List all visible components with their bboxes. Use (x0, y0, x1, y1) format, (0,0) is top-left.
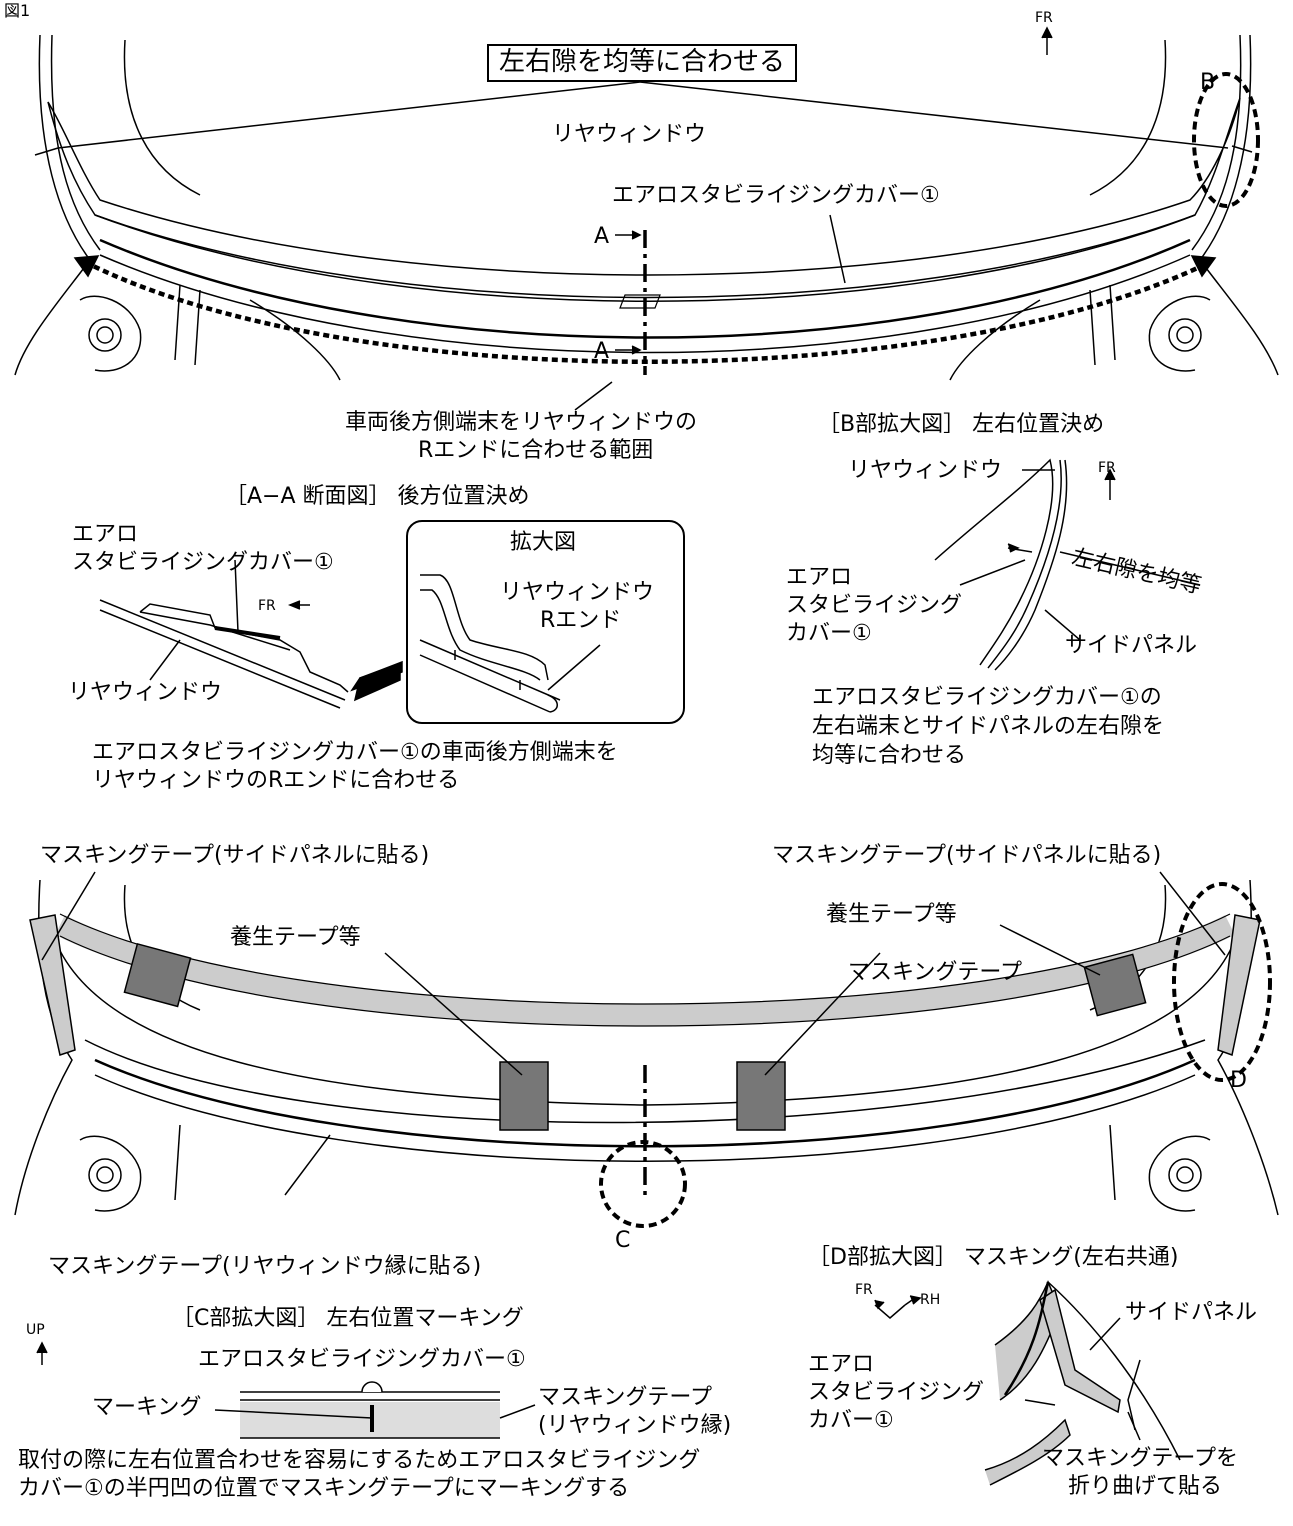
c-mask-1: マスキングテープ (538, 1385, 713, 1410)
mask-center: マスキングテープ (848, 960, 1023, 985)
curing-tape-1 (123, 942, 192, 1008)
aa-zoom-title: 拡大図 (510, 530, 577, 555)
aa-title: ［A−A 断面図］ 後方位置決め (225, 484, 530, 509)
side-tape-right (1217, 914, 1261, 1056)
top-car-body (14, 34, 1279, 381)
b-note-2: 左右端末とサイドパネルの左右隙を (812, 714, 1165, 739)
d-rh: RH (920, 1292, 941, 1308)
c-note-1: 取付の際に左右位置合わせを容易にするためエアロスタビライジング (18, 1448, 701, 1473)
d-note-2: 折り曲げて貼る (1068, 1474, 1223, 1499)
bottom-car-body (14, 879, 1279, 1216)
d-title: ［D部拡大図］ マスキング(左右共通) (808, 1245, 1179, 1270)
figure-label: 図1 (4, 1, 31, 20)
spoiler-shape (47, 97, 1241, 299)
point-d: D (1230, 1068, 1247, 1093)
range-arc (83, 259, 1211, 364)
range-note-1: 車両後方側端末をリヤウィンドウの (345, 410, 698, 435)
aa-cover-1: エアロ (72, 522, 139, 547)
b-fr: FR (1098, 460, 1116, 476)
cover-label: エアロスタビライジングカバー① (612, 183, 940, 208)
c-mask-2: (リヤウィンドウ縁) (538, 1413, 732, 1438)
aa-section-drawing (99, 559, 403, 709)
b-circle (1192, 72, 1260, 208)
b-rear-window: リヤウィンドウ (848, 458, 1003, 483)
point-c: C (615, 1228, 631, 1253)
curing-tape-3 (736, 1061, 786, 1131)
aa-zoom-rw: リヤウィンドウ (500, 580, 655, 605)
c-circle (599, 1140, 687, 1228)
aa-fr: FR (258, 598, 276, 614)
c-detail-drawing (36, 1341, 536, 1439)
gap-leader-left (57, 81, 641, 149)
aa-zoom-drawing (419, 574, 601, 713)
aa-zoom-rend: Rエンド (540, 608, 622, 633)
side-tape-left (29, 914, 76, 1056)
curing-tape-4 (1083, 953, 1147, 1017)
c-title: ［C部拡大図］ 左右位置マーキング (172, 1306, 524, 1331)
section-a-label-2: A (594, 339, 610, 364)
point-b-label: B (1200, 70, 1216, 95)
d-cover-2: スタビライジング (808, 1380, 985, 1405)
aa-note-1: エアロスタビライジングカバー①の車両後方側端末を (92, 740, 618, 765)
c-cover: エアロスタビライジングカバー① (198, 1347, 526, 1372)
c-marking: マーキング (92, 1395, 202, 1420)
b-cover-3: カバー① (786, 621, 872, 646)
mask-rw: マスキングテープ(リヤウィンドウ縁に貼る) (48, 1254, 482, 1279)
c-up: UP (26, 1322, 45, 1338)
mask-side-left: マスキングテープ(サイドパネルに貼る) (40, 843, 430, 868)
align-gap-label: 左右隙を均等に合わせる (487, 44, 798, 82)
curing-left: 養生テープ等 (230, 925, 361, 950)
b-cover-1: エアロ (786, 565, 853, 590)
rear-window-label: リヤウィンドウ (552, 122, 707, 147)
curing-right: 養生テープ等 (826, 902, 957, 927)
aa-note-2: リヤウィンドウのRエンドに合わせる (92, 768, 460, 793)
aa-zoom-box (406, 520, 685, 724)
c-note-2: カバー①の半円凹の位置でマスキングテープにマーキングする (18, 1476, 630, 1501)
mask-side-right: マスキングテープ(サイドパネルに貼る) (772, 843, 1162, 868)
b-note-1: エアロスタビライジングカバー①の (812, 685, 1162, 710)
d-cover-1: エアロ (808, 1352, 875, 1377)
d-note-1: マスキングテープを (1042, 1446, 1239, 1471)
d-fr: FR (855, 1282, 873, 1298)
b-side-panel: サイドパネル (1065, 633, 1198, 658)
aa-cover-2: スタビライジングカバー① (72, 550, 334, 575)
d-cover-3: カバー① (808, 1408, 894, 1433)
fr-label-top: FR (1035, 10, 1053, 26)
curing-tape-2 (499, 1061, 549, 1131)
gap-leader-right (639, 81, 1229, 149)
range-note-2: Rエンドに合わせる範囲 (418, 438, 654, 463)
b-title: ［B部拡大図］ 左右位置決め (818, 412, 1105, 437)
d-detail-drawing (874, 1280, 1181, 1486)
b-cover-2: スタビライジング (786, 593, 963, 618)
b-detail-drawing (934, 458, 1201, 671)
d-circle (1172, 882, 1272, 1082)
b-note-3: 均等に合わせる (812, 743, 967, 768)
aa-rear-window: リヤウィンドウ (68, 680, 223, 705)
section-a-label-1: A (594, 224, 610, 249)
d-side-panel: サイドパネル (1125, 1300, 1258, 1325)
